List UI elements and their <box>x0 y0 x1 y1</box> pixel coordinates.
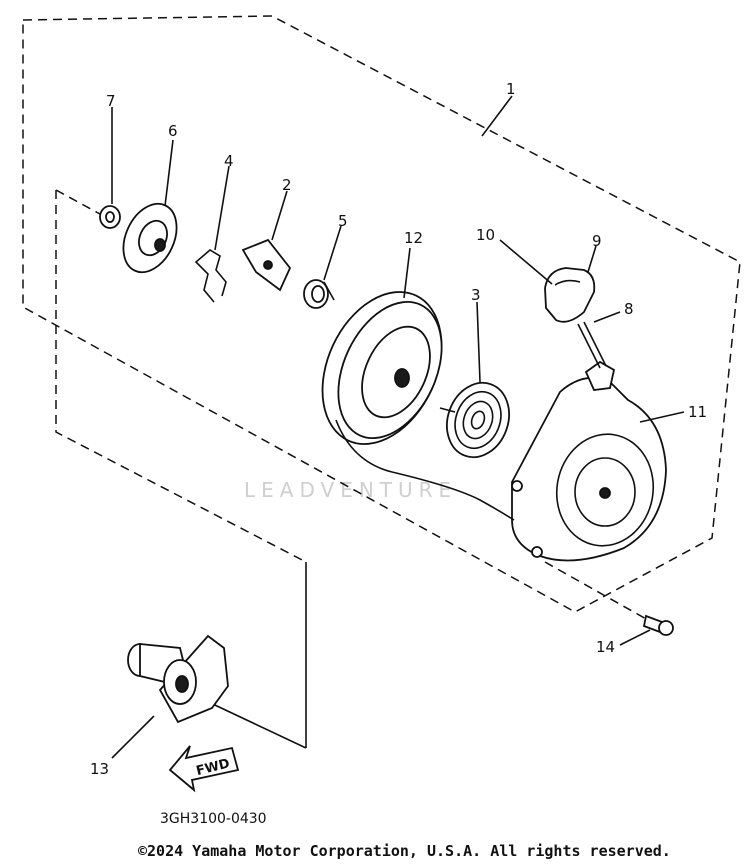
pulley-guide-box <box>55 189 307 749</box>
label-part-13: 13 <box>90 760 109 778</box>
watermark: LEADVENTURE <box>244 478 457 502</box>
part-12-sheave-drum <box>321 247 443 445</box>
part-9-handle <box>544 245 597 323</box>
part-6-drive-plate <box>122 139 178 274</box>
label-part-10: 10 <box>476 226 495 244</box>
label-part-4: 4 <box>224 152 234 170</box>
fwd-arrow: FWD <box>168 745 240 793</box>
label-part-2: 2 <box>282 176 292 194</box>
rope-path <box>335 419 515 521</box>
label-part-14: 14 <box>596 638 615 656</box>
label-part-1: 1 <box>506 80 516 98</box>
part-14-bolt <box>544 561 674 646</box>
label-part-5: 5 <box>338 212 348 230</box>
part-5-return-spring <box>303 225 342 309</box>
part-8-starter-rope <box>577 311 621 369</box>
part-3-spiral-spring <box>439 301 510 459</box>
part-4-friction-spring <box>194 165 230 303</box>
diagram-code: 3GH3100-0430 <box>160 811 267 827</box>
label-part-6: 6 <box>168 122 178 140</box>
copyright-notice: ©2024 Yamaha Motor Corporation, U.S.A. A… <box>138 842 671 860</box>
label-part-8: 8 <box>624 300 634 318</box>
part-11-starter-case <box>511 360 685 562</box>
label-part-11: 11 <box>688 403 707 421</box>
part-10-handle-insert <box>499 239 553 285</box>
label-part-12: 12 <box>404 229 423 247</box>
part-7-nut <box>99 107 121 229</box>
assembly-outline <box>22 15 741 613</box>
part-2-friction-plate <box>241 190 292 292</box>
leader-1 <box>481 95 513 137</box>
label-part-7: 7 <box>106 92 116 110</box>
label-part-3: 3 <box>471 286 481 304</box>
label-part-9: 9 <box>592 232 602 250</box>
part-13-starter-pulley <box>111 634 229 759</box>
